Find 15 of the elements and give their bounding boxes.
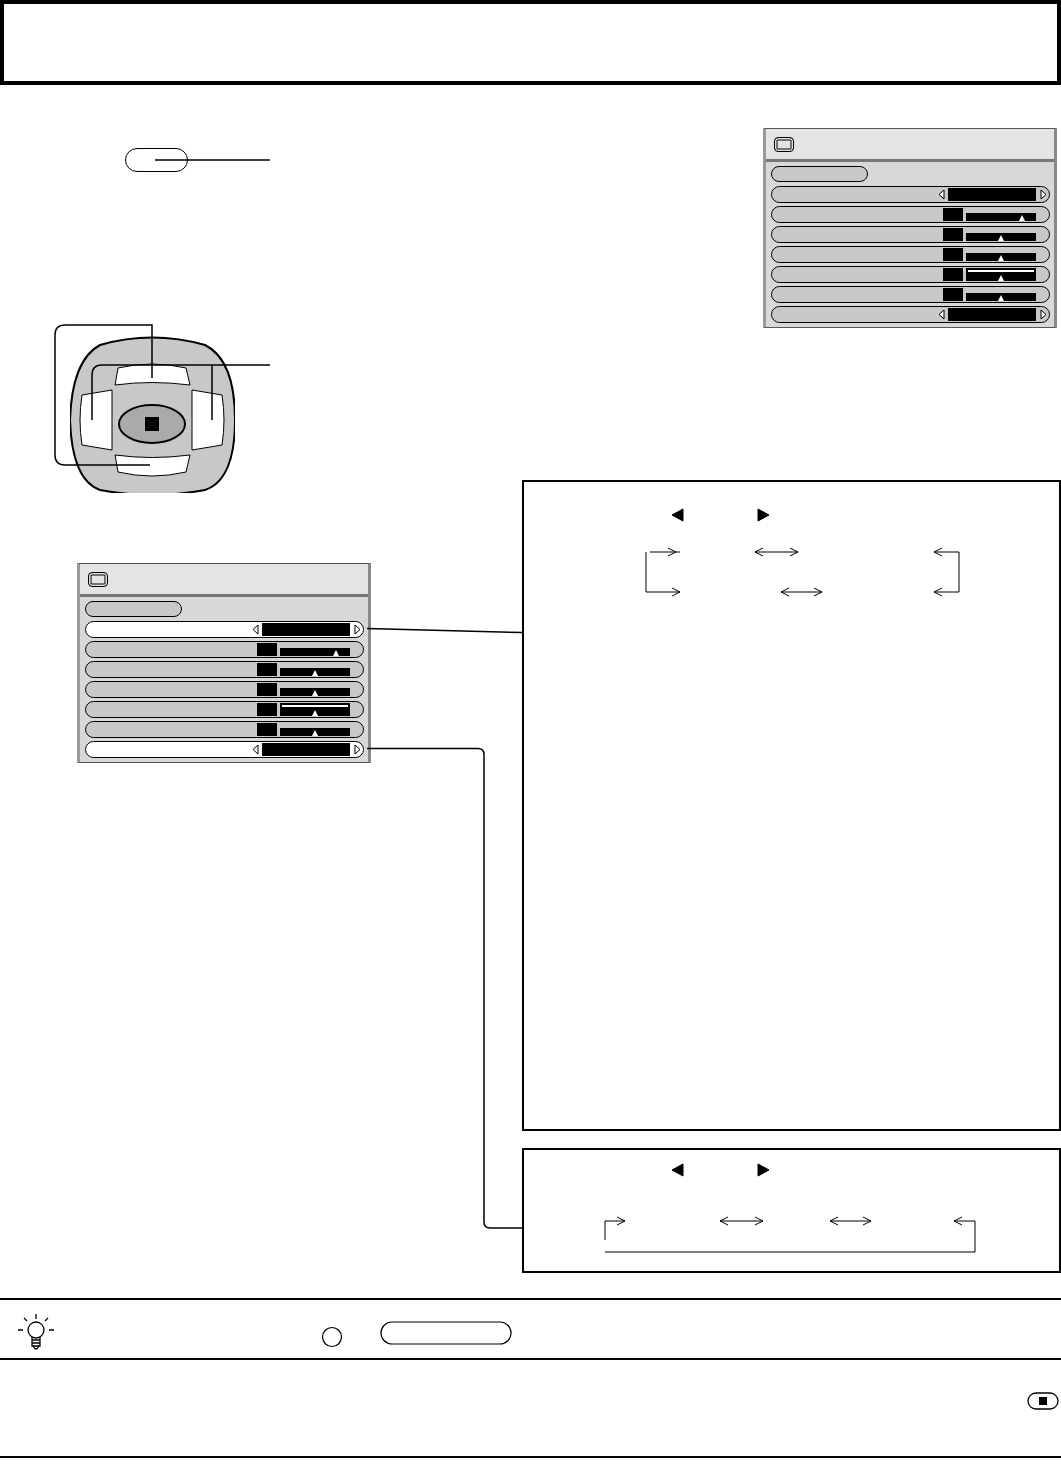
menu-tab xyxy=(771,166,868,182)
menu-button xyxy=(125,148,188,172)
menu-tab xyxy=(85,601,182,617)
leader-line xyxy=(154,159,271,161)
title-band xyxy=(0,0,1061,85)
leader-line xyxy=(91,364,271,421)
leader-line xyxy=(366,627,523,634)
menu-row xyxy=(85,741,364,758)
leader-line xyxy=(54,324,153,466)
option-panel xyxy=(522,1148,1061,1273)
menu-row xyxy=(85,621,364,638)
menu-screen xyxy=(763,128,1057,328)
option-panel xyxy=(522,480,1061,1131)
menu-screen xyxy=(77,563,371,763)
leader-line xyxy=(366,747,523,1229)
